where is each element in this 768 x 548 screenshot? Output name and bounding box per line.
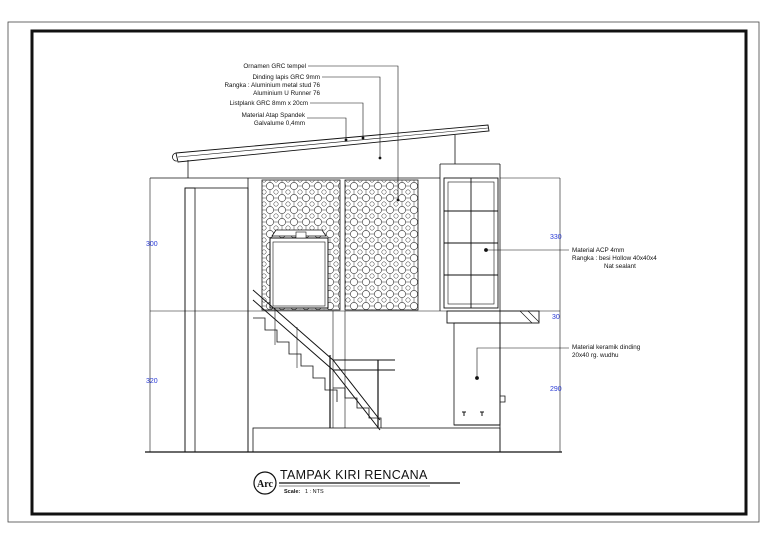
leader-lines [307,65,569,378]
scale-label: Scale: [284,489,300,495]
scale-value: 1 : NTS [305,489,324,495]
leader-dots [344,136,400,202]
canopy-slab [446,310,540,324]
note-frame-1: Rangka : Aluminium metal stud 76 [224,82,320,89]
note-ceramic-1: Material keramik dinding [572,344,641,351]
note-acp-3: Nat sealant [604,263,636,270]
note-roof-1: Material Atap Spandek [242,112,306,119]
dim-left-lower: 320 [146,378,158,385]
title-block: Arc TAMPAK KIRI RENCANA Scale: 1 : NTS [253,468,460,495]
ablution-wall [453,322,506,426]
roof [172,124,490,178]
arc-logo [253,471,277,495]
note-roof-2: Galvalume 0,4mm [254,120,305,127]
dim-right-mid: 30 [552,314,560,321]
note-listplank: Listplank GRC 8mm x 20cm [230,100,308,107]
dim-right-upper: 330 [550,234,562,241]
staircase [252,289,395,431]
note-acp-2: Rangka : besi Hollow 40x40x4 [572,255,657,262]
sheet-border [7,21,760,523]
building-walls [149,163,561,453]
note-ornament: Ornamen GRC tempel [243,63,306,70]
dim-right-lower: 290 [550,386,562,393]
note-frame-2: Aluminium U Runner 76 [253,90,320,97]
note-ceramic-2: 20x40 rg. wudhu [572,352,619,359]
dim-left-upper: 300 [146,241,158,248]
grc-ornament-panels [261,179,419,311]
note-cladding: Dinding lapis GRC 9mm [252,74,320,81]
arc-logo-text: Arc [257,479,273,490]
acp-panel-grid [443,177,499,309]
drawing-title: TAMPAK KIRI RENCANA [280,468,428,482]
note-acp-1: Material ACP 4mm [572,247,624,254]
